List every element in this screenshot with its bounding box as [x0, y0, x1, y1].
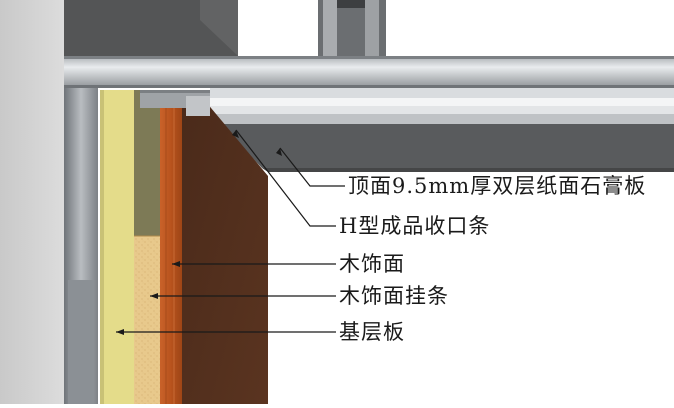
callout-h-type-trim: H型成品收口条	[339, 214, 491, 238]
ceiling-gypsum-board-layers	[220, 124, 674, 168]
main-keel-bar	[64, 56, 674, 88]
hanging-strip	[134, 236, 160, 404]
arrowhead	[150, 293, 158, 299]
callout-base-board: 基层板	[339, 320, 405, 344]
wood-veneer-side	[182, 90, 268, 404]
callout-wood-veneer-face: 木饰面	[339, 252, 405, 276]
arrowhead	[276, 148, 282, 156]
leader-lines	[116, 129, 345, 333]
callout-ceiling-gypsum-board: 顶面9.5mm厚双层纸面石膏板	[348, 174, 647, 198]
arrowhead	[116, 329, 124, 335]
wood-veneer-face-panel	[160, 90, 182, 404]
base-board-panel	[100, 90, 134, 404]
arrowhead	[232, 130, 239, 138]
arrowhead	[172, 261, 180, 267]
callout-wood-veneer-hanging-strip: 木饰面挂条	[339, 284, 449, 308]
ceiling-slab	[64, 0, 238, 56]
concrete-wall	[0, 0, 64, 404]
